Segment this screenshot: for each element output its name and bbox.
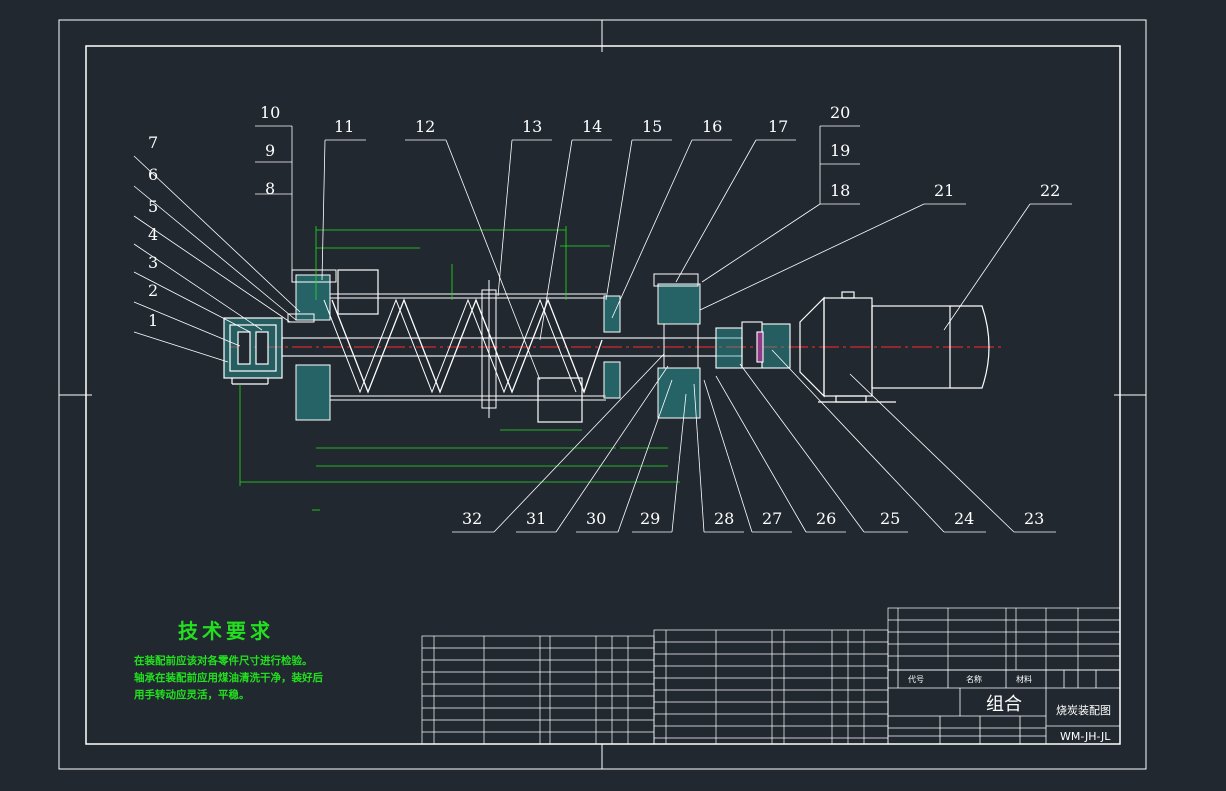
left-bearing-housing [223,317,283,385]
callout-16: 16 [702,117,722,136]
title-block: 代号 名称 材料 组合 烧炭装配图 WM-JH-JL [887,669,1121,745]
callout-26: 26 [816,509,836,528]
callout-1: 1 [148,311,158,330]
parts-list-right [887,607,1121,671]
callout-18: 18 [830,181,850,200]
callout-30: 30 [586,509,606,528]
tech-req-title: 技术要求 [178,619,274,643]
motor [799,291,990,403]
callout-20: 20 [830,103,850,122]
right-flange [603,273,701,419]
coupling [715,321,791,369]
callout-15: 15 [642,117,662,136]
callout-32: 32 [462,509,482,528]
callout-7: 7 [148,133,158,152]
trough-casing [330,293,606,401]
callout-10: 10 [260,103,280,122]
callout-19: 19 [830,141,850,160]
callout-13: 13 [522,117,542,136]
callout-23: 23 [1024,509,1044,528]
callout-24: 24 [954,509,974,528]
callout-labels: 1 2 3 4 5 6 7 8 9 10 11 12 13 14 15 16 1… [148,103,1060,528]
middle-hanger [481,280,497,418]
parts-list-left [421,635,655,745]
assembly-label: 组合 [986,694,1022,715]
callout-22: 22 [1040,181,1060,200]
drawing-code: WM-JH-JL [1060,730,1111,743]
callout-4: 4 [148,225,158,244]
title-block-material-header: 材料 [1016,674,1032,684]
callout-29: 29 [640,509,660,528]
centering-marks [59,20,1146,769]
leader-lines [133,125,1072,533]
conveyor-assembly [223,269,1005,423]
callout-21: 21 [934,181,954,200]
tech-req-line-2: 轴承在装配前应用煤油清洗干净，装好后 [134,671,323,684]
callout-14: 14 [582,117,602,136]
callout-31: 31 [526,509,546,528]
outlet-port [537,377,583,423]
screw-flight-back [323,298,577,394]
callout-5: 5 [148,197,158,216]
drawing-name: 烧炭装配图 [1056,704,1111,717]
callout-25: 25 [880,509,900,528]
callout-28: 28 [714,509,734,528]
callout-11: 11 [334,117,354,136]
technical-requirements: 技术要求 在装配前应该对各零件尺寸进行检验。 轴承在装配前应用煤油清洗干净，装好… [133,619,323,701]
left-flange [287,269,337,421]
callout-9: 9 [265,141,275,160]
callout-2: 2 [148,281,158,300]
title-block-name-header: 名称 [966,674,982,684]
dimension-lines [239,226,680,511]
callout-17: 17 [768,117,788,136]
callout-12: 12 [415,117,435,136]
tech-req-line-3: 用手转动应灵活，平稳。 [133,688,250,701]
title-block-code-header: 代号 [908,674,924,684]
callout-27: 27 [762,509,782,528]
callout-8: 8 [265,179,275,198]
parts-list-middle [653,629,889,745]
callout-3: 3 [148,253,158,272]
tech-req-line-1: 在装配前应该对各零件尺寸进行检验。 [134,654,313,667]
screw-flight [331,298,603,394]
callout-6: 6 [148,165,158,184]
inlet-port [337,269,379,315]
